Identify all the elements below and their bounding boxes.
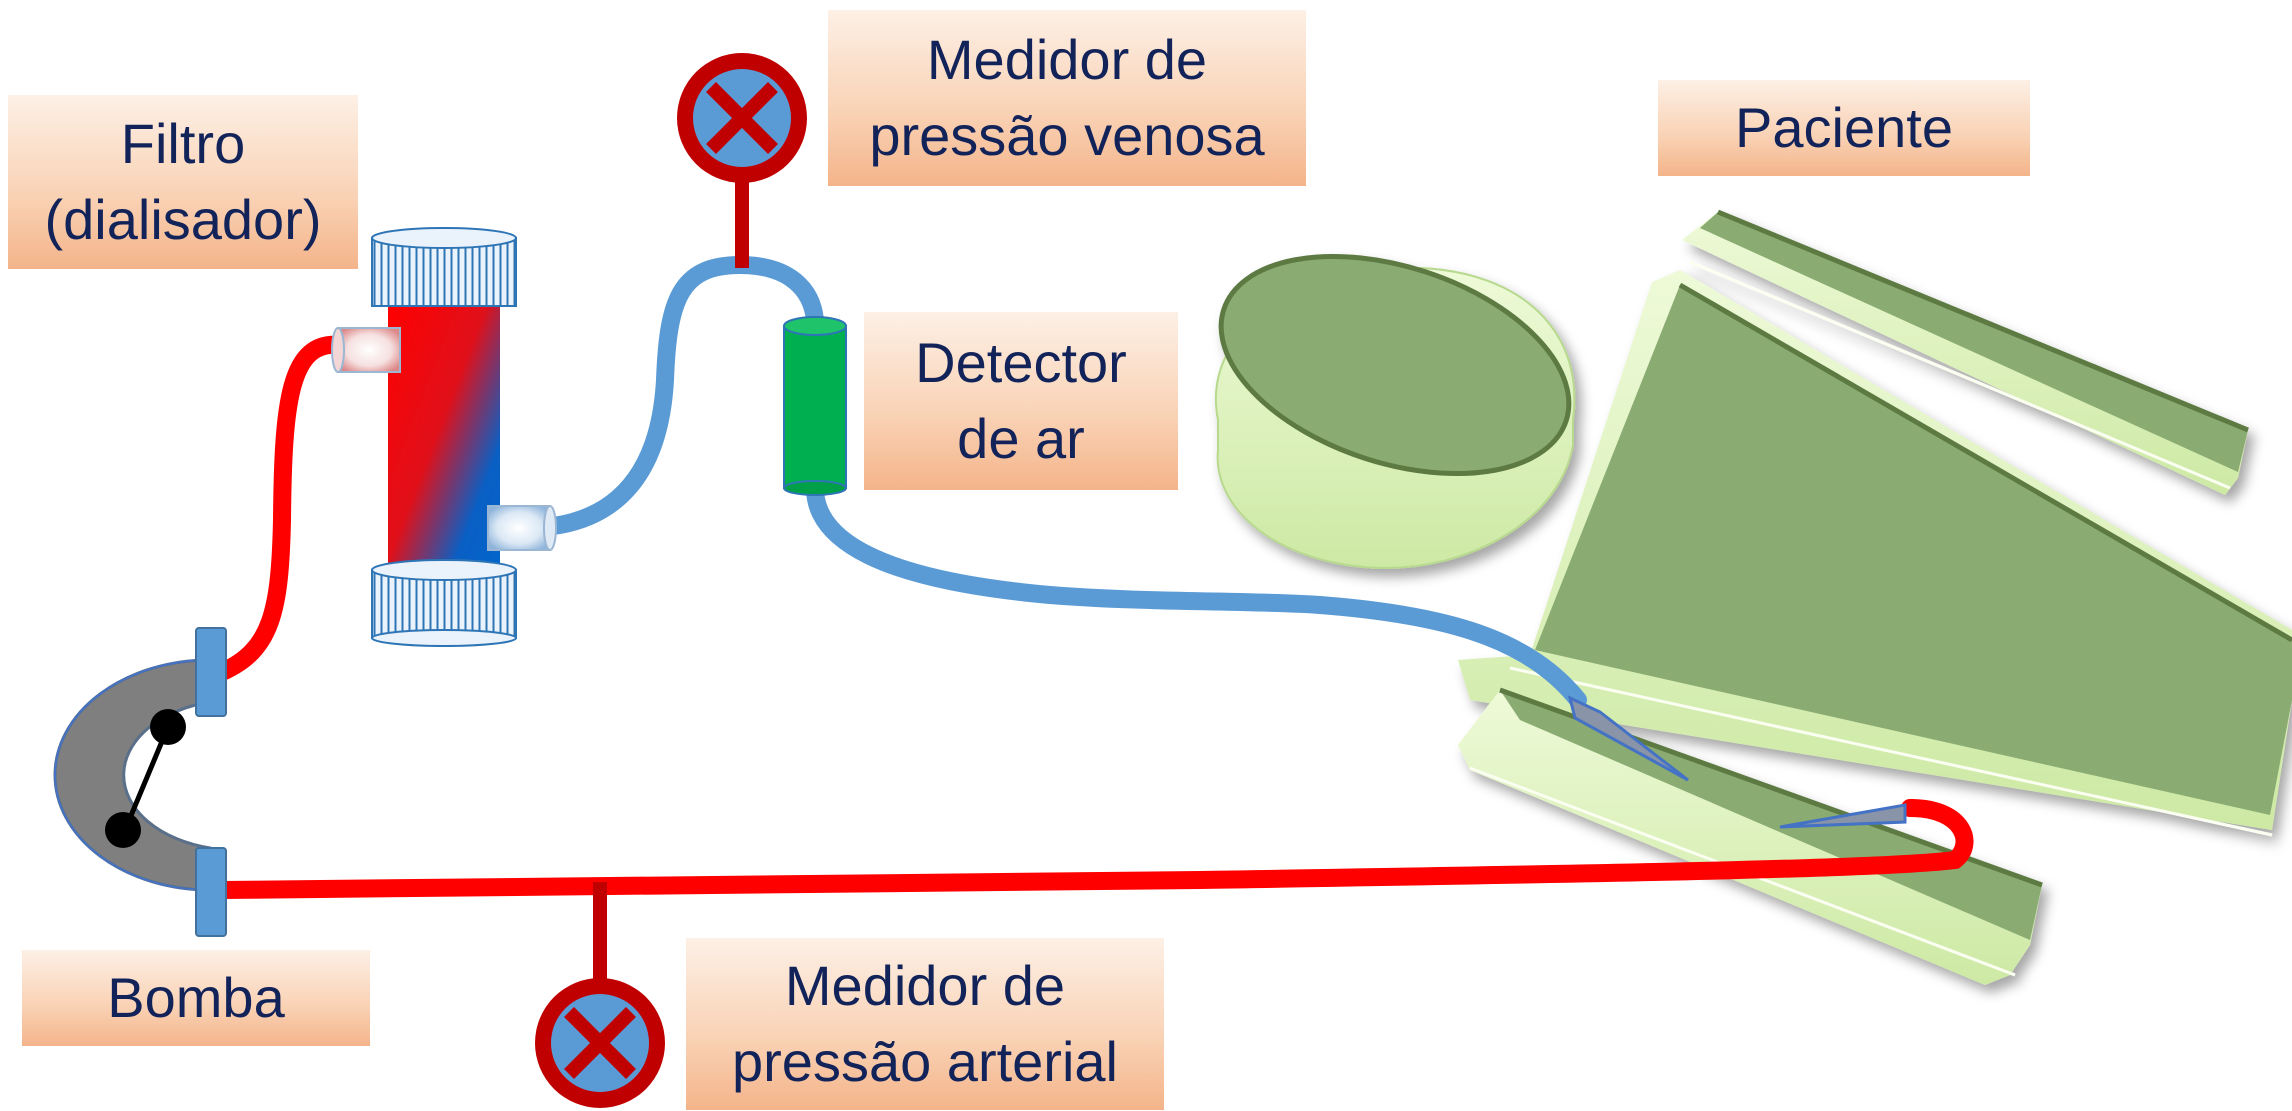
patient-upper-arm	[1682, 209, 2249, 495]
label-air-detector: Detector de ar	[864, 312, 1178, 490]
patient-head	[1215, 253, 1576, 570]
venous-line-filter-to-detector	[536, 255, 824, 536]
label-arterial-pressure: Medidor de pressão arterial	[686, 938, 1164, 1110]
label-pump-text: Bomba	[107, 966, 285, 1030]
venous-line-detector-to-patient	[806, 479, 1587, 709]
arterial-needle	[1779, 803, 1907, 829]
arterial-pressure-gauge	[535, 882, 665, 1108]
patient-figure	[1215, 209, 2292, 985]
label-filter-text: Filtro (dialisador)	[44, 112, 322, 251]
dialyzer-inlet-port	[331, 327, 401, 373]
blood-pump	[53, 627, 227, 937]
label-pump: Bomba	[22, 950, 370, 1046]
pump-outlet-connector	[195, 627, 227, 717]
dialyzer-filter	[331, 227, 557, 647]
label-patient: Paciente	[1658, 80, 2030, 176]
pump-inlet-connector	[195, 847, 227, 937]
air-detector	[783, 316, 847, 496]
label-patient-text: Paciente	[1735, 96, 1953, 160]
patient-torso	[1458, 270, 2292, 837]
dialyzer-outlet-port	[487, 505, 557, 551]
venous-pressure-gauge	[677, 53, 807, 268]
label-venous-pressure: Medidor de pressão venosa	[828, 10, 1306, 186]
arterial-line-patient-to-pump	[213, 799, 1974, 899]
arterial-line-pump-to-filter	[213, 335, 349, 681]
venous-needle	[1567, 695, 1689, 782]
label-air-detector-text: Detector de ar	[915, 331, 1127, 470]
label-filter: Filtro (dialisador)	[8, 95, 358, 269]
label-venous-pressure-text: Medidor de pressão venosa	[869, 28, 1265, 167]
label-arterial-pressure-text: Medidor de pressão arterial	[732, 954, 1118, 1093]
pump-roller-arm	[105, 709, 186, 848]
